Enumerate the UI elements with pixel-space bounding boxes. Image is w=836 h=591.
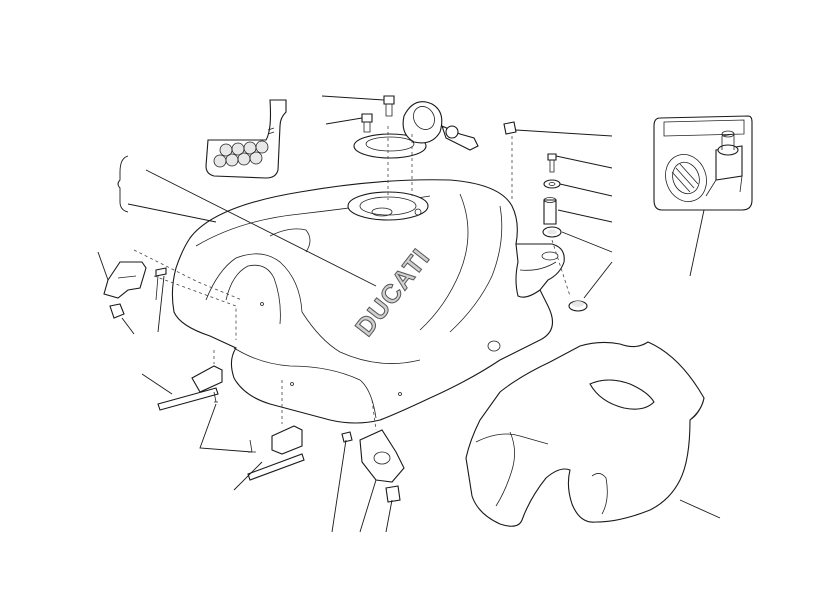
rear-bracket	[341, 429, 405, 503]
decal-sheet-inset	[205, 99, 287, 179]
tank-heat-shield	[465, 341, 705, 527]
lower-left-mount-rods	[157, 365, 305, 481]
front-left-bracket	[103, 261, 167, 319]
leader-lines	[97, 95, 721, 533]
fuel-tank: DUCATI	[171, 179, 565, 424]
fuel-cap-assembly	[353, 95, 479, 159]
assembly-dashed-lines	[133, 126, 571, 431]
fuel-cap-inset	[653, 115, 753, 211]
right-small-parts	[503, 121, 588, 312]
